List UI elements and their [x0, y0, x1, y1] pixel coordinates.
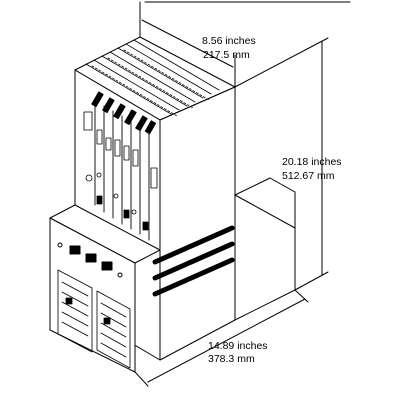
- card-cage-slots: [85, 39, 220, 117]
- side-panel-stripes: [152, 225, 235, 297]
- front-card-slots: [94, 99, 150, 241]
- ejector-handles: [91, 91, 157, 135]
- height-inches-label: 20.18 inches: [282, 156, 342, 168]
- width-dimension-lines: [139, 1, 236, 88]
- width-inches-label: 8.56 inches: [202, 35, 256, 47]
- height-mm-label: 512.67 mm: [282, 170, 335, 182]
- height-dimension-lines: [234, 37, 329, 291]
- rear-housing: [234, 177, 296, 321]
- depth-dimension-lines: [134, 289, 309, 387]
- depth-mm-label: 378.3 mm: [208, 353, 255, 365]
- depth-inches-label: 14.89 inches: [208, 340, 268, 352]
- power-supply-modules: [57, 269, 131, 369]
- chassis-right-side: [159, 86, 236, 361]
- card-details: [83, 111, 158, 231]
- width-mm-label: 217.5 mm: [203, 49, 250, 61]
